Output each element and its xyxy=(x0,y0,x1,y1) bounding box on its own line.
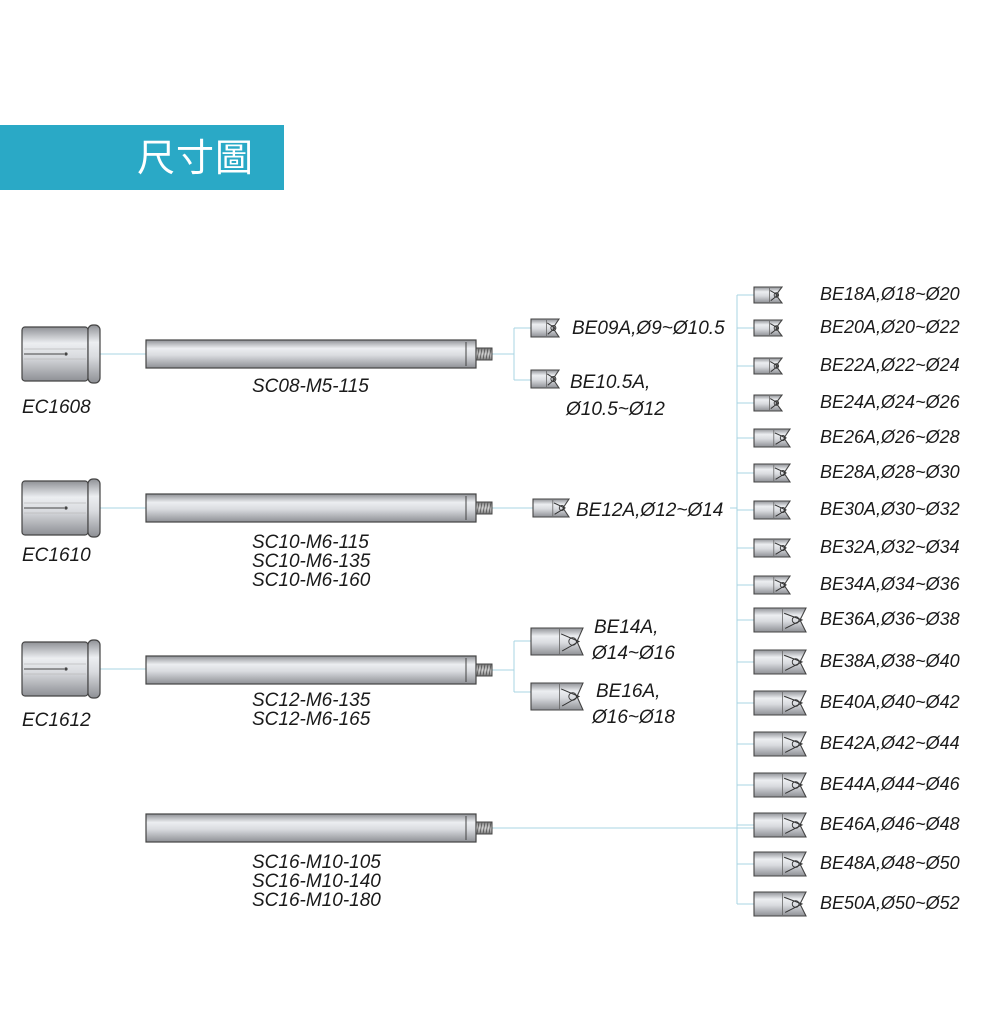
boring-head-large xyxy=(753,731,807,757)
shank-label: SC12-M6-165 xyxy=(252,709,371,730)
collet-label: EC1612 xyxy=(22,710,91,731)
boring-head-large xyxy=(753,286,784,304)
collet-label: EC1608 xyxy=(22,397,91,418)
boring-head-large xyxy=(753,851,807,877)
collet-label: EC1610 xyxy=(22,545,91,566)
head-label: BE50A,Ø50~Ø52 xyxy=(820,893,960,913)
shank-4 xyxy=(145,813,493,843)
head-label: Ø14~Ø16 xyxy=(592,643,675,664)
boring-head-large xyxy=(753,649,807,675)
shank-label: SC16-M10-180 xyxy=(252,890,381,911)
head-label: BE40A,Ø40~Ø42 xyxy=(820,692,960,712)
head-label: BE12A,Ø12~Ø14 xyxy=(576,500,724,521)
boring-head-small xyxy=(530,627,584,656)
head-label: Ø10.5~Ø12 xyxy=(566,399,665,420)
boring-head-large xyxy=(753,357,784,375)
head-label: BE32A,Ø32~Ø34 xyxy=(820,537,960,557)
head-label: BE44A,Ø44~Ø46 xyxy=(820,774,960,794)
boring-head-large xyxy=(753,690,807,716)
head-label: BE30A,Ø30~Ø32 xyxy=(820,499,960,519)
boring-head-small xyxy=(530,369,561,389)
head-label: BE38A,Ø38~Ø40 xyxy=(820,651,960,671)
head-label: BE48A,Ø48~Ø50 xyxy=(820,853,960,873)
shank-label: SC08-M5-115 xyxy=(252,376,369,397)
boring-head-small xyxy=(532,498,571,518)
shank-label: SC10-M6-160 xyxy=(252,570,371,591)
head-label: BE36A,Ø36~Ø38 xyxy=(820,609,960,629)
collet-ec1610 xyxy=(21,478,101,538)
head-label: BE14A, xyxy=(594,617,659,638)
head-label: BE28A,Ø28~Ø30 xyxy=(820,462,960,482)
head-label: BE42A,Ø42~Ø44 xyxy=(820,733,960,753)
shank-label: SC10-M6-115 xyxy=(252,532,369,553)
shank-1 xyxy=(145,339,493,369)
head-label: BE46A,Ø46~Ø48 xyxy=(820,814,960,834)
boring-head-small xyxy=(530,682,584,711)
boring-head-small xyxy=(530,318,561,338)
head-label: Ø16~Ø18 xyxy=(592,707,675,728)
boring-head-large xyxy=(753,500,792,520)
head-label: BE10.5A, xyxy=(570,372,651,393)
head-label: BE34A,Ø34~Ø36 xyxy=(820,574,960,594)
boring-head-large xyxy=(753,575,792,595)
collet-ec1608 xyxy=(21,324,101,384)
head-label: BE26A,Ø26~Ø28 xyxy=(820,427,960,447)
shank-label: SC16-M10-140 xyxy=(252,871,381,892)
shank-2 xyxy=(145,493,493,523)
boring-head-large xyxy=(753,428,792,448)
shank-3 xyxy=(145,655,493,685)
boring-head-large xyxy=(753,463,792,483)
boring-head-large xyxy=(753,538,792,558)
shank-label: SC10-M6-135 xyxy=(252,551,371,572)
head-label: BE09A,Ø9~Ø10.5 xyxy=(572,318,725,339)
boring-head-large xyxy=(753,394,784,412)
boring-head-large xyxy=(753,319,784,337)
boring-head-large xyxy=(753,891,807,917)
shank-label: SC12-M6-135 xyxy=(252,690,371,711)
section-banner xyxy=(0,125,284,190)
boring-head-large xyxy=(753,607,807,633)
head-label: BE20A,Ø20~Ø22 xyxy=(820,317,960,337)
collet-ec1612 xyxy=(21,639,101,699)
head-label: BE22A,Ø22~Ø24 xyxy=(820,355,960,375)
head-label: BE24A,Ø24~Ø26 xyxy=(820,392,960,412)
head-label: BE16A, xyxy=(596,681,661,702)
shank-label: SC16-M10-105 xyxy=(252,852,381,873)
section-title: 尺寸圖 xyxy=(137,136,255,180)
head-label: BE18A,Ø18~Ø20 xyxy=(820,284,960,304)
boring-head-large xyxy=(753,812,807,838)
boring-head-large xyxy=(753,772,807,798)
